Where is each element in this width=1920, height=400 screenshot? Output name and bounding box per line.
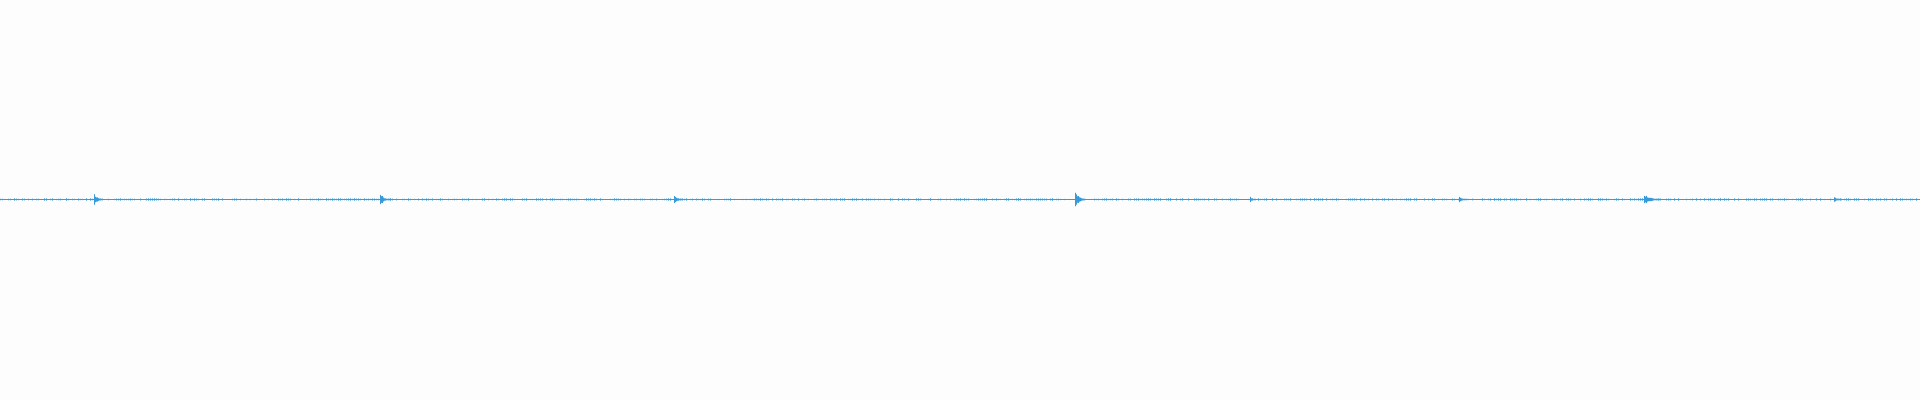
waveform-transient: [1459, 196, 1467, 203]
waveform-transient: [94, 194, 102, 205]
waveform-transient: [380, 194, 390, 205]
waveform-transients: [0, 192, 1919, 207]
waveform-noise: [0, 198, 1919, 201]
waveform-transient: [1644, 195, 1661, 204]
waveform-transient: [1075, 192, 1085, 207]
waveform-transient: [1250, 196, 1256, 203]
waveform-transient: [674, 196, 682, 203]
waveform-transient: [1834, 197, 1842, 202]
